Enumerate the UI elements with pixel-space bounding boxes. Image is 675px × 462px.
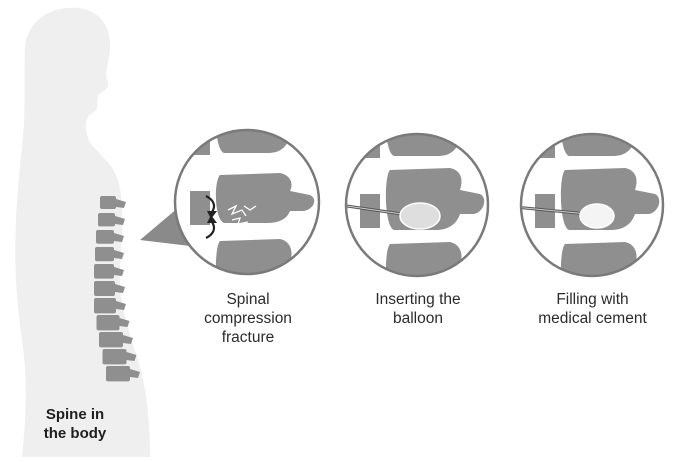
panel-cement: [515, 98, 663, 304]
spine-vertebra: [100, 196, 126, 209]
vertebrae-closeup: [515, 98, 659, 304]
caption-line: balloon: [348, 309, 488, 328]
caption-line: Spinal: [178, 290, 318, 309]
caption-fracture: Spinal compression fracture: [178, 290, 318, 347]
panel-balloon: [340, 98, 488, 304]
caption-cement: Filling with medical cement: [520, 290, 665, 328]
balloon-icon: [400, 203, 440, 229]
caption-line: medical cement: [520, 309, 665, 328]
vertebra: [386, 98, 482, 156]
caption-balloon: Inserting the balloon: [348, 290, 488, 328]
vertebra: [561, 98, 657, 156]
caption-line: Filling with: [520, 290, 665, 309]
vertebra: [216, 95, 312, 153]
caption-line: fracture: [178, 328, 318, 347]
panel-fracture: [175, 95, 319, 301]
body-label: Spine in the body: [20, 405, 130, 443]
body-label-line: the body: [20, 424, 130, 443]
caption-line: Inserting the: [348, 290, 488, 309]
body-label-line: Spine in: [20, 405, 130, 424]
caption-line: compression: [178, 309, 318, 328]
body-silhouette: [15, 8, 150, 457]
cement-fill-icon: [580, 204, 614, 228]
vertebrae-closeup: [340, 98, 484, 304]
